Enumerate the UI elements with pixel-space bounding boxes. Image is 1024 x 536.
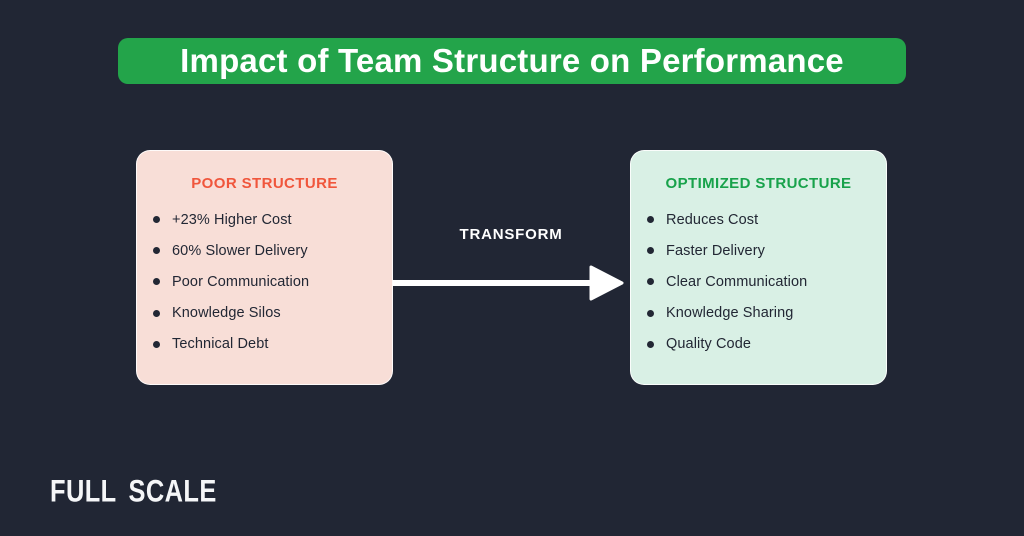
bullet-icon <box>153 247 160 255</box>
list-item: Faster Delivery <box>631 235 886 266</box>
list-item-label: Knowledge Silos <box>172 305 281 322</box>
list-item: Knowledge Sharing <box>631 298 886 329</box>
transform-arrow-icon <box>393 265 624 301</box>
list-item-label: Poor Communication <box>172 273 310 290</box>
list-item-label: Technical Debt <box>172 336 269 353</box>
optimized-structure-list: Reduces Cost Faster Delivery Clear Commu… <box>631 204 886 360</box>
bullet-icon <box>153 216 160 224</box>
list-item: Clear Communication <box>631 266 886 297</box>
list-item: Reduces Cost <box>631 204 886 235</box>
list-item-label: Clear Communication <box>666 273 808 290</box>
list-item-label: Faster Delivery <box>666 242 765 259</box>
poor-structure-list: +23% Higher Cost 60% Slower Delivery Poo… <box>137 204 392 360</box>
list-item: Knowledge Silos <box>137 298 392 329</box>
poor-structure-card: POOR STRUCTURE +23% Higher Cost 60% Slow… <box>136 150 393 385</box>
bullet-icon <box>647 309 654 317</box>
bullet-icon <box>647 340 654 348</box>
page-title: Impact of Team Structure on Performance <box>180 42 844 79</box>
bullet-icon <box>647 247 654 255</box>
bullet-icon <box>647 278 654 286</box>
list-item: Poor Communication <box>137 266 392 297</box>
bullet-icon <box>153 309 160 317</box>
list-item-label: Quality Code <box>666 336 752 353</box>
list-item-label: Knowledge Sharing <box>666 305 794 322</box>
list-item-label: +23% Higher Cost <box>172 211 292 228</box>
optimized-structure-card: OPTIMIZED STRUCTURE Reduces Cost Faster … <box>630 150 887 385</box>
bullet-icon <box>153 340 160 348</box>
list-item: +23% Higher Cost <box>137 204 392 235</box>
title-banner: Impact of Team Structure on Performance <box>118 38 906 84</box>
poor-structure-title: POOR STRUCTURE <box>191 175 338 192</box>
list-item: Technical Debt <box>137 329 392 360</box>
bullet-icon <box>153 278 160 286</box>
list-item: Quality Code <box>631 329 886 360</box>
list-item-label: 60% Slower Delivery <box>172 242 308 259</box>
optimized-structure-title: OPTIMIZED STRUCTURE <box>665 175 852 192</box>
full-scale-logo: FULL SCALE <box>50 473 217 509</box>
list-item-label: Reduces Cost <box>666 211 759 228</box>
list-item: 60% Slower Delivery <box>137 235 392 266</box>
transform-label: TRANSFORM <box>459 226 563 243</box>
bullet-icon <box>647 216 654 224</box>
